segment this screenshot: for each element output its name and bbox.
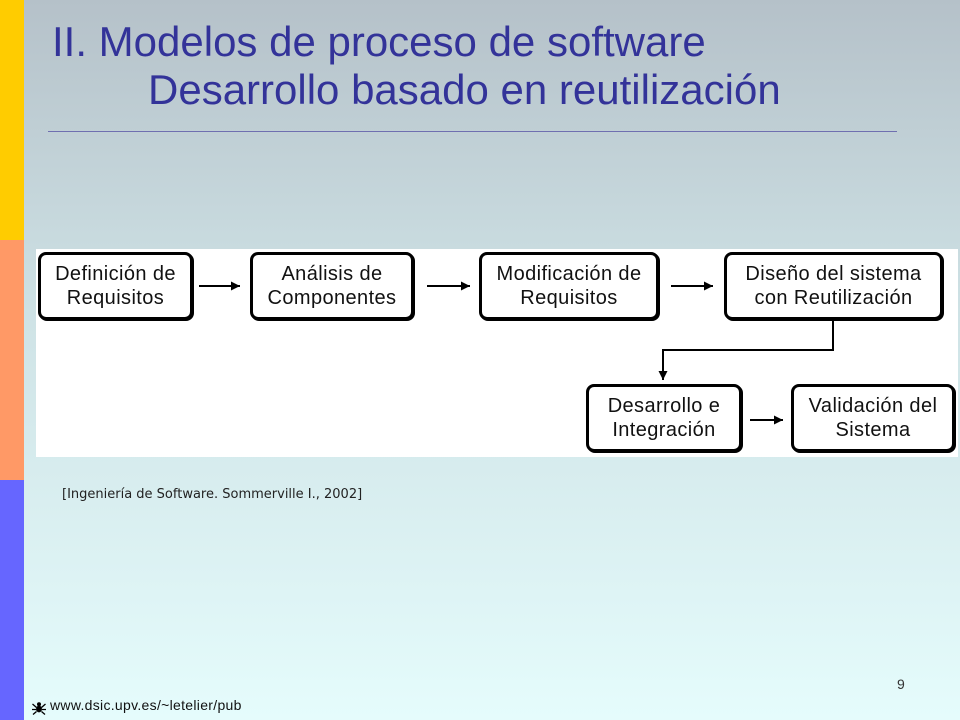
page-number: 9 <box>897 676 905 692</box>
node-label-line2: con Reutilización <box>754 287 913 309</box>
node-diseno-sistema: Diseño del sistema con Reutilización <box>724 252 943 320</box>
node-label-line2: Componentes <box>267 287 397 309</box>
node-analisis-componentes: Análisis de Componentes <box>250 252 414 320</box>
node-label-line2: Integración <box>612 419 716 441</box>
node-desarrollo-integracion: Desarrollo e Integración <box>586 384 742 452</box>
slide-title-line1: II. Modelos de proceso de software <box>52 18 706 65</box>
accent-bar-blue <box>0 480 24 720</box>
footer-url: www.dsic.upv.es/~letelier/pub <box>50 697 242 713</box>
node-validacion-sistema: Validación del Sistema <box>791 384 955 452</box>
node-label-line1: Definición de <box>55 263 176 285</box>
node-label-line1: Desarrollo e <box>607 395 721 417</box>
node-label-line2: Sistema <box>835 419 911 441</box>
node-definicion-requisitos: Definición de Requisitos <box>38 252 193 320</box>
spider-icon <box>32 702 46 715</box>
diagram-arrows <box>199 281 834 425</box>
title-divider <box>48 131 897 132</box>
node-label-line1: Diseño del sistema <box>745 263 922 285</box>
node-label-line2: Requisitos <box>66 287 165 309</box>
node-label-line1: Validación del <box>808 395 938 417</box>
node-label-line1: Modificación de <box>496 263 642 285</box>
accent-bar-orange <box>0 240 24 480</box>
slide-title-line2: Desarrollo basado en reutilización <box>148 66 781 113</box>
node-modificacion-requisitos: Modificación de Requisitos <box>479 252 659 320</box>
accent-bar-yellow <box>0 0 24 240</box>
node-label-line1: Análisis de <box>281 263 383 285</box>
arrow-diseno-to-desarrollo <box>658 320 834 380</box>
citation: [Ingeniería de Software. Sommerville I.,… <box>62 487 363 502</box>
node-label-line2: Requisitos <box>520 287 618 309</box>
process-diagram: Definición de Requisitos Análisis de Com… <box>36 249 958 457</box>
